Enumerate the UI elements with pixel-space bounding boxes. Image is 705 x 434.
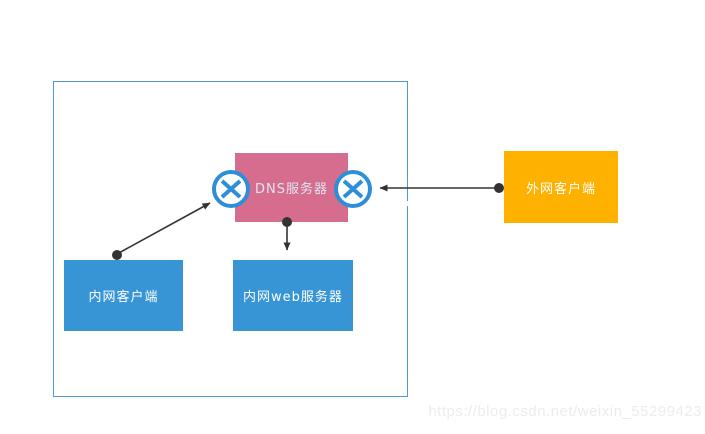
node-extranet-client: 外网客户端 bbox=[504, 151, 618, 223]
node-dns-server: DNS服务器 bbox=[235, 153, 348, 222]
node-intranet-client: 内网客户端 bbox=[64, 260, 183, 331]
intranet-boundary bbox=[53, 81, 408, 397]
node-intranet-web-server: 内网web服务器 bbox=[233, 260, 353, 331]
node-intranet-client-label: 内网客户端 bbox=[88, 290, 159, 305]
node-extranet-client-label: 外网客户端 bbox=[525, 181, 596, 197]
connector-start-dot bbox=[494, 183, 504, 193]
node-intranet-web-server-label: 内网web服务器 bbox=[243, 290, 343, 305]
node-dns-server-label: DNS服务器 bbox=[255, 182, 328, 197]
watermark-url: https://blog.csdn.net/weixin_55299423 bbox=[428, 403, 702, 420]
